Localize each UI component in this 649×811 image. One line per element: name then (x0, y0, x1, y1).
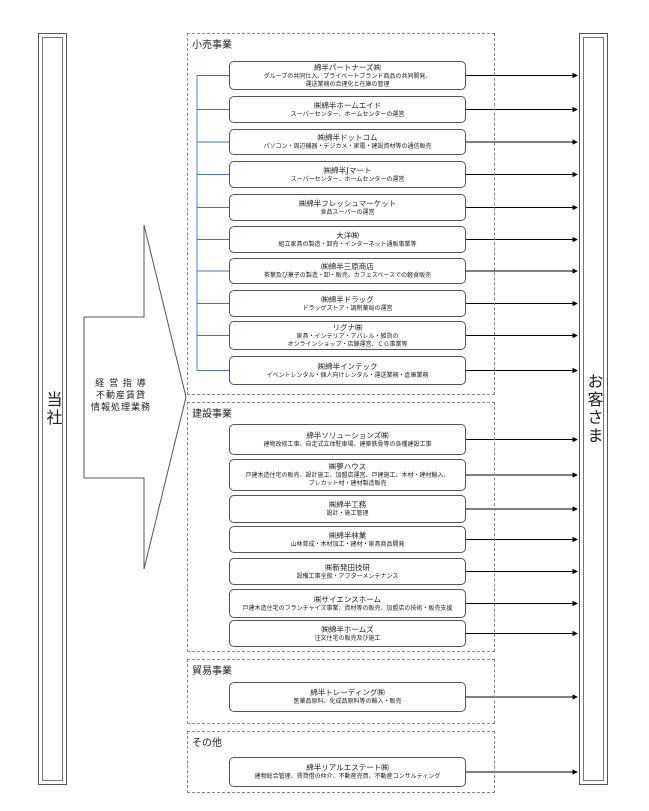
company-name: 綿半リアルエステート㈱ (306, 763, 389, 772)
company-name: ㈱綿半ホームズ (321, 624, 374, 634)
company-description: 食品スーパーの運営 (320, 208, 375, 216)
section-title: 貿易事業 (192, 666, 232, 677)
section-1: 建設事業 (187, 402, 495, 652)
company-box: ㈱綿半三原商店茶葉及び菓子の製造・卸・販売、カフェスペースでの軽食販売 (229, 258, 466, 284)
company-name: 綿半ソリューションズ㈱ (306, 430, 389, 440)
company-box: ㈱夢ハウス戸建木造住宅の販売、設計施工、加盟店運営、戸建施工、木材・建材輸入、 … (229, 459, 466, 491)
company-name: ㈱綿半Jマート (323, 165, 372, 175)
company-name: ㈱綿半ドットコム (317, 133, 378, 142)
service-arrow-shape (83, 224, 187, 570)
company-name: ㈱綿半フレッシュマーケット (298, 198, 397, 208)
right-entity-label: お客さま (584, 373, 604, 445)
company-box: 綿半パートナーズ㈱グループの共同仕入、プライベートブランド商品の共同開発、 運送… (229, 61, 466, 90)
company-description: スーパーセンター、ホームセンターの運営 (290, 110, 405, 118)
company-name: ㈱綿半三原商店 (321, 262, 374, 271)
company-box: ㈱綿半フレッシュマーケット食品スーパーの運営 (229, 194, 466, 221)
company-name: ㈱新発田技研 (325, 562, 370, 572)
section-0: 小売事業 (187, 33, 495, 395)
company-description: グループの共同仕入、プライベートブランド商品の共同開発、 運送業務の合理化と在庫… (263, 72, 432, 88)
company-name: ㈱サイエンスホーム (313, 594, 382, 604)
company-description: 建物改修工事、自走式立体駐車場、建築鉄骨等の各種建設工事 (263, 440, 432, 448)
section-3: その他 (187, 731, 495, 793)
company-description: ドラッグストア・調剤薬局の運営 (302, 304, 393, 312)
company-box: 綿半リアルエステート㈱建物総合管理、賃貸借の仲介、不動産売買、不動産コンサルティ… (229, 757, 466, 787)
company-box: ㈱綿半インテックイベントレンタル・個人向けレンタル・運送業務・倉庫業務 (229, 356, 466, 385)
section-title: その他 (192, 738, 222, 749)
company-box: ㈱綿半Jマートスーパーセンター、ホームセンターの運営 (229, 161, 466, 188)
company-box: 綿半ソリューションズ㈱建物改修工事、自走式立体駐車場、建築鉄骨等の各種建設工事 (229, 424, 466, 455)
section-title: 小売事業 (192, 40, 232, 51)
company-box: リグナ㈱家具・インテリア・アパレル・雑貨の オンラインショップ・店舗運営、ＣＧ事… (229, 321, 466, 350)
company-description: 設計・施工管理 (326, 510, 369, 517)
company-box: ㈱綿半林業山林育成・木材加工・建材・家具商品開発 (229, 526, 466, 553)
company-box: ㈱綿半ホームエイドスーパーセンター、ホームセンターの運営 (229, 96, 466, 123)
company-name: ㈱綿半インテック (317, 361, 378, 371)
company-name: 大洋㈱ (336, 230, 359, 240)
company-box: 綿半トレーディング㈱医薬品原料、化成品原料等の輸入・販売 (229, 682, 466, 712)
company-name: ㈱綿半ホームエイド (313, 100, 382, 110)
left-entity-box: 当社 (38, 33, 67, 785)
company-description: 設備工事全般・アフターメンテナンス (296, 572, 399, 580)
company-description: パソコン・周辺機器・デジカメ・家電・建設資材等の通信販売 (263, 143, 432, 150)
company-name: ㈱夢ハウス (328, 462, 367, 471)
company-box: ㈱綿半工務設計・施工管理 (229, 495, 466, 523)
company-description: 家具・インテリア・アパレル・雑貨の オンラインショップ・店舗運営、ＣＧ事業等 (287, 332, 408, 348)
company-box: ㈱綿半ドットコムパソコン・周辺機器・デジカメ・家電・建設資材等の通信販売 (229, 129, 466, 155)
company-name: リグナ㈱ (332, 322, 363, 332)
company-name: ㈱綿半林業 (328, 530, 367, 540)
company-description: スーパーセンター、ホームセンターの運営 (290, 175, 405, 183)
company-description: 戸建木造住宅の販売、設計施工、加盟店運営、戸建施工、木材・建材輸入、 プレカット… (245, 472, 450, 487)
company-description: 戸建木造住宅のフランチャイズ事業、資材等の販売、加盟店の技術・販売支援 (242, 604, 453, 612)
company-name: ㈱綿半工務 (328, 500, 367, 509)
company-box: ㈱サイエンスホーム戸建木造住宅のフランチャイズ事業、資材等の販売、加盟店の技術・… (229, 589, 466, 618)
company-description: 注文住宅の販売及び施工 (314, 634, 381, 642)
right-entity-box: お客さま (579, 33, 608, 785)
company-description: 医薬品原料、化成品原料等の輸入・販売 (293, 698, 402, 705)
company-name: 綿半トレーディング㈱ (310, 688, 385, 697)
company-description: イベントレンタル・個人向けレンタル・運送業務・倉庫業務 (266, 371, 429, 379)
arrow-label: 経 営 指 導 不動産賃貸 情報処理業務 (90, 379, 151, 413)
left-entity-label: 当社 (43, 391, 63, 427)
company-name: ㈱綿半ドラッグ (321, 294, 374, 304)
company-description: 建物総合管理、賃貸借の仲介、不動産売買、不動産コンサルティング (254, 773, 441, 780)
company-description: 茶葉及び菓子の製造・卸・販売、カフェスペースでの軽食販売 (263, 272, 432, 279)
section-title: 建設事業 (192, 409, 232, 420)
company-box: ㈱綿半ホームズ注文住宅の販売及び施工 (229, 620, 466, 647)
company-box: 大洋㈱組立家具の製造・卸売・インターネット通販事業等 (229, 226, 466, 253)
company-box: ㈱綿半ドラッグドラッグストア・調剤薬局の運営 (229, 290, 466, 317)
company-description: 山林育成・木材加工・建材・家具商品開発 (290, 540, 405, 548)
section-2: 貿易事業 (187, 659, 495, 724)
company-box: ㈱新発田技研設備工事全般・アフターメンテナンス (229, 558, 466, 585)
company-name: 綿半パートナーズ㈱ (313, 62, 382, 72)
company-description: 組立家具の製造・卸売・インターネット通販事業等 (278, 240, 417, 248)
